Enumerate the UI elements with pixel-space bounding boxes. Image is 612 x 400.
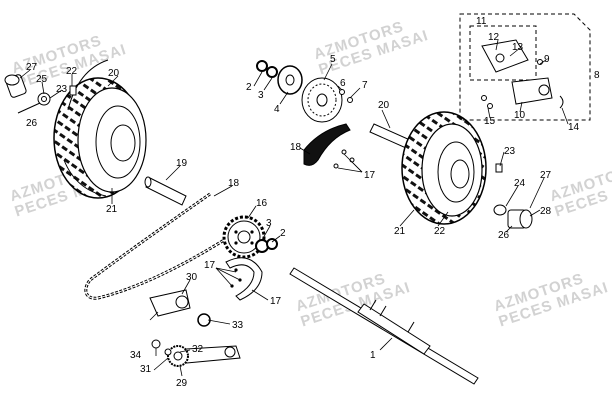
callout-33: 34 — [130, 350, 142, 361]
right-hub-parts — [493, 163, 533, 229]
callout-20b: 20 — [378, 100, 390, 111]
callout-4: 4 — [274, 104, 280, 115]
callout-8: 8 — [594, 70, 600, 81]
right-wheel — [401, 111, 487, 225]
brake-hub — [256, 60, 303, 95]
callout-19: 18 — [228, 178, 240, 189]
lower-chain-guard — [225, 257, 263, 301]
callout-22: 21 — [106, 204, 118, 215]
callout-20: 19 — [176, 158, 188, 169]
callout-1: 1 — [370, 350, 376, 361]
callout-14: 14 — [568, 122, 580, 133]
callout-22b: 22 — [434, 226, 446, 237]
rear-axle — [289, 267, 479, 385]
callout-3b: 3 — [258, 90, 264, 101]
callout-13: 13 — [512, 42, 524, 53]
callout-24b: 24 — [514, 178, 526, 189]
left-wheel — [53, 59, 147, 199]
callout-30: 31 — [140, 364, 152, 375]
callouts: 27 25 22 23 26 20 19 21 18 16 3 2 17 17 … — [26, 16, 600, 389]
callout-23: 22 — [66, 66, 78, 77]
callout-15: 15 — [484, 116, 496, 127]
brake-disc — [301, 77, 343, 123]
callout-27: 27 — [26, 62, 38, 73]
sprocket — [222, 215, 266, 259]
callout-17: 17 — [270, 296, 282, 307]
callout-27b: 28 — [540, 206, 552, 217]
callout-25: 25 — [36, 74, 48, 85]
callout-25b: 26 — [498, 230, 510, 241]
callout-29: 30 — [186, 272, 198, 283]
callout-2: 2 — [280, 228, 286, 239]
left-axle-shaft — [144, 176, 187, 206]
callout-26b: 27 — [540, 170, 552, 181]
callout-12: 12 — [488, 32, 500, 43]
callout-18b: 17 — [364, 170, 376, 181]
brake-caliper — [481, 39, 564, 109]
callout-11: 11 — [476, 16, 487, 27]
callout-23b: 23 — [504, 146, 516, 157]
brake-bolts — [339, 89, 353, 103]
callout-21: 20 — [108, 68, 120, 79]
callout-9: 9 — [544, 54, 550, 65]
brake-caliper-box — [459, 13, 591, 121]
callout-3: 3 — [266, 218, 272, 229]
callout-24: 23 — [56, 84, 68, 95]
callout-31: 32 — [192, 344, 204, 355]
callout-10: 10 — [514, 110, 526, 121]
sprocket-hub — [255, 238, 278, 253]
callout-5: 5 — [330, 54, 336, 65]
callout-16: 16 — [256, 198, 268, 209]
upper-chain-guard — [303, 123, 355, 169]
left-hub-parts — [4, 74, 77, 114]
callout-7: 7 — [362, 80, 368, 91]
leader-lines — [19, 39, 569, 377]
callout-2b: 2 — [246, 82, 252, 93]
callout-21b: 21 — [394, 226, 406, 237]
drive-chain — [84, 192, 233, 300]
callout-26: 26 — [26, 118, 38, 129]
callout-32: 33 — [232, 320, 244, 331]
callout-17b: 18 — [290, 142, 302, 153]
callout-28: 29 — [176, 378, 188, 389]
callout-18: 17 — [204, 260, 216, 271]
callout-6: 6 — [340, 78, 346, 89]
